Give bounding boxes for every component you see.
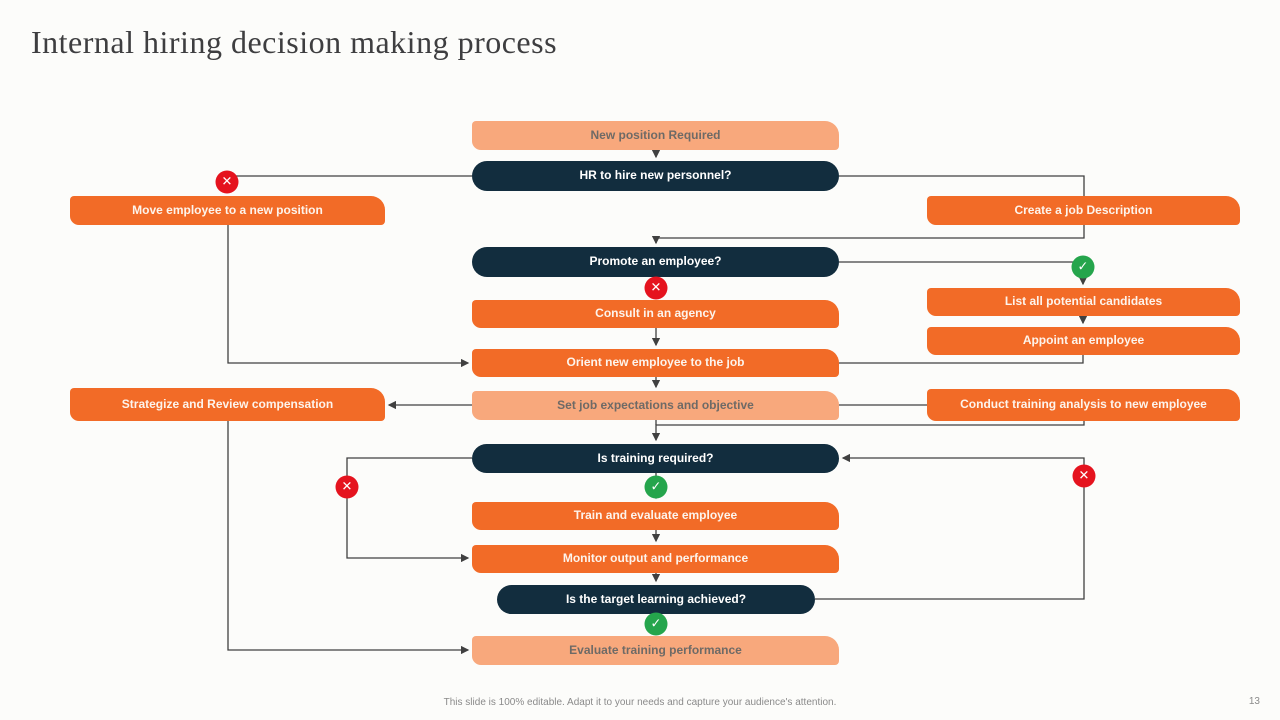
cross-circle-icon[interactable]: ✕ bbox=[335, 475, 359, 499]
node-train-and-evaluate-employee[interactable]: Train and evaluate employee bbox=[472, 502, 839, 530]
cross-circle-icon[interactable]: ✕ bbox=[1072, 464, 1096, 488]
node-list-all-potential-candidates[interactable]: List all potential candidates bbox=[927, 288, 1240, 316]
slide-footer-note[interactable]: This slide is 100% editable. Adapt it to… bbox=[443, 697, 837, 708]
node-new-position-required[interactable]: New position Required bbox=[472, 121, 839, 150]
check-circle-icon[interactable]: ✓ bbox=[1071, 255, 1095, 279]
cross-circle-icon[interactable]: ✕ bbox=[215, 170, 239, 194]
node-hr-to-hire-new-personnel[interactable]: HR to hire new personnel? bbox=[472, 161, 839, 191]
node-consult-in-an-agency[interactable]: Consult in an agency bbox=[472, 300, 839, 328]
node-promote-an-employee[interactable]: Promote an employee? bbox=[472, 247, 839, 277]
node-orient-new-employee[interactable]: Orient new employee to the job bbox=[472, 349, 839, 377]
slide-page-number: 13 bbox=[1248, 696, 1260, 707]
node-monitor-output-and-performance[interactable]: Monitor output and performance bbox=[472, 545, 839, 573]
check-circle-icon[interactable]: ✓ bbox=[644, 475, 668, 499]
node-evaluate-training-performance[interactable]: Evaluate training performance bbox=[472, 636, 839, 665]
node-conduct-training-analysis[interactable]: Conduct training analysis to new employe… bbox=[927, 389, 1240, 421]
node-is-target-learning-achieved[interactable]: Is the target learning achieved? bbox=[497, 585, 815, 614]
node-strategize-review-compensation[interactable]: Strategize and Review compensation bbox=[70, 388, 385, 421]
node-set-job-expectations[interactable]: Set job expectations and objective bbox=[472, 391, 839, 420]
node-create-a-job-description[interactable]: Create a job Description bbox=[927, 196, 1240, 225]
check-circle-icon[interactable]: ✓ bbox=[644, 612, 668, 636]
node-appoint-an-employee[interactable]: Appoint an employee bbox=[927, 327, 1240, 355]
cross-circle-icon[interactable]: ✕ bbox=[644, 276, 668, 300]
node-move-employee-to-new-position[interactable]: Move employee to a new position bbox=[70, 196, 385, 225]
slide-title[interactable]: Internal hiring decision making process bbox=[31, 24, 558, 60]
node-is-training-required[interactable]: Is training required? bbox=[472, 444, 839, 473]
